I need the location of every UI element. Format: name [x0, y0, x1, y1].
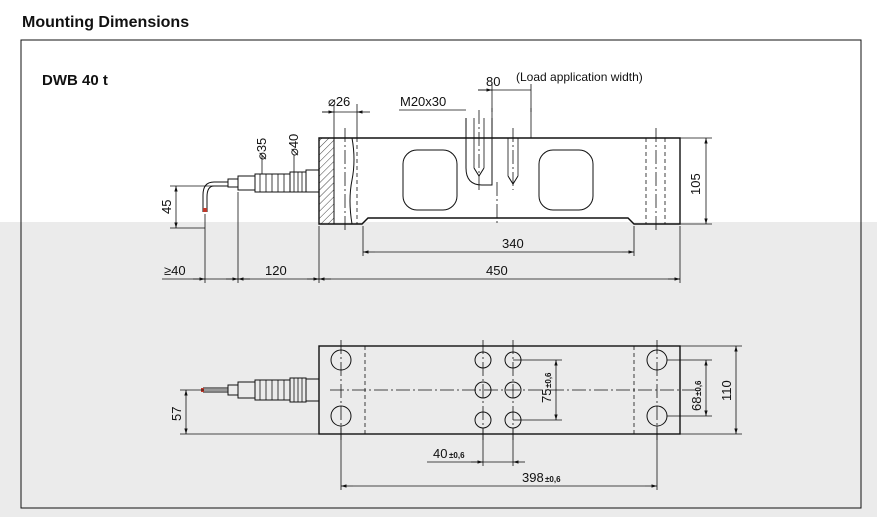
height-45-label: 45: [159, 200, 174, 214]
length-450-label: 450: [486, 263, 508, 278]
dim-68-tolerance: ±0,6: [694, 380, 703, 396]
top-view: 57 75 ±0,6 68 ±0,6 110 4: [169, 340, 742, 490]
length-120-label: 120: [265, 263, 287, 278]
dim-398-tolerance: ±0,6: [545, 475, 561, 484]
dim-40-tolerance: ±0,6: [449, 451, 465, 460]
dim-57-label: 57: [169, 407, 184, 421]
width-80-label: 80: [486, 74, 500, 89]
load-cell-body: [318, 137, 681, 225]
pocket-right: [538, 149, 594, 211]
thread-hole-top: [504, 381, 522, 399]
thread-hole: [465, 118, 493, 186]
model-label: DWB 40 t: [42, 72, 108, 89]
diameter-26-label: ⌀26: [328, 94, 350, 109]
dim-68-label: 68: [689, 397, 704, 411]
page-title: Mounting Dimensions: [22, 14, 190, 31]
diameter-40-label: ⌀40: [286, 134, 301, 156]
dim-75-label: 75: [539, 389, 554, 403]
background-band: [0, 222, 877, 517]
load-note: (Load application width): [516, 70, 643, 84]
drawing-frame: [20, 39, 862, 509]
thread-hole-top: [474, 381, 492, 399]
pocket-left: [402, 149, 458, 211]
side-view: ⌀26 M20x30 80 (Load application width): [159, 70, 712, 283]
min-40-label: ≥40: [164, 263, 186, 278]
dim-75-tolerance: ±0,6: [544, 372, 553, 388]
hatched-section: [318, 137, 335, 225]
mount-hole: [330, 349, 352, 371]
height-105-label: 105: [688, 173, 703, 195]
dim-40-label: 40: [433, 446, 447, 461]
thread-hole-top: [474, 351, 492, 369]
length-340-label: 340: [502, 236, 524, 251]
dim-398-label: 398: [522, 470, 544, 485]
connector-side: ⌀35 ⌀40: [202, 134, 320, 212]
diameter-35-label: ⌀35: [254, 138, 269, 160]
thread-label: M20x30: [400, 94, 446, 109]
dim-110-label: 110: [719, 380, 734, 401]
